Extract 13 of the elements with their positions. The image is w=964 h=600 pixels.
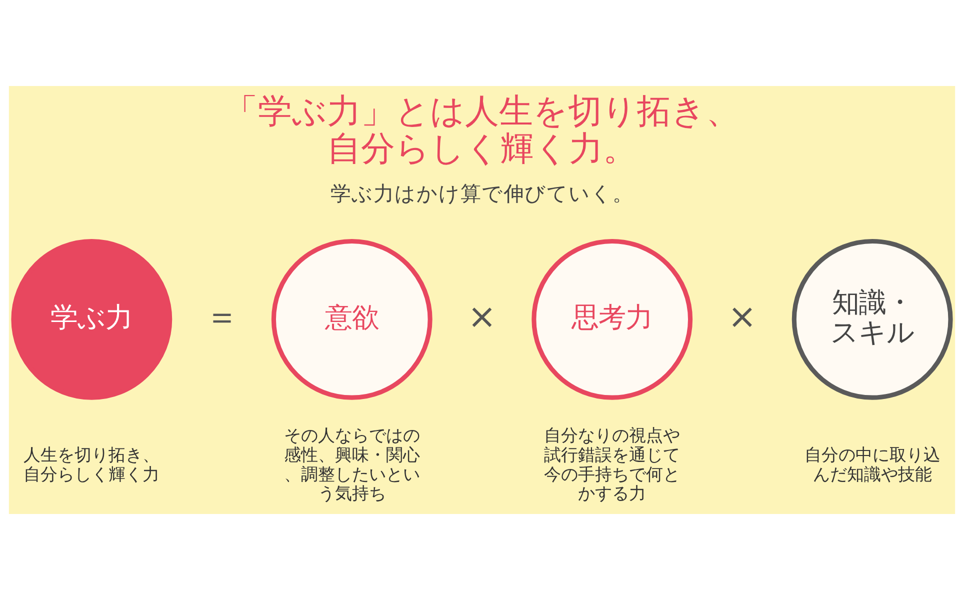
label: × — [468, 296, 496, 337]
node-circle: 学ぶ力 — [11, 238, 172, 400]
diagram-title: 「学ぶ力」とは人生を切り拓き、自分らしく輝く力。 — [224, 92, 740, 170]
node-circle: 意欲 — [271, 238, 432, 400]
node-label: その人ならではの感性、興味・関心、調整したいという気持ち — [284, 426, 420, 504]
node-label: 人生を切り拓き、自分らしく輝く力 — [24, 445, 160, 485]
node-label: 自分の中に取り込んだ知識や技能 — [804, 445, 940, 485]
label: ＝ — [204, 296, 239, 337]
node-circle: 思考力 — [532, 238, 693, 400]
label: × — [728, 296, 757, 337]
label: 学ぶ力はかけ算で伸びていく。 — [330, 182, 634, 206]
node-circle: 知識・スキル — [792, 238, 953, 400]
node-label: 自分なりの視点や試行錯誤を通じて今の手持ちで何とかする力 — [544, 426, 680, 504]
